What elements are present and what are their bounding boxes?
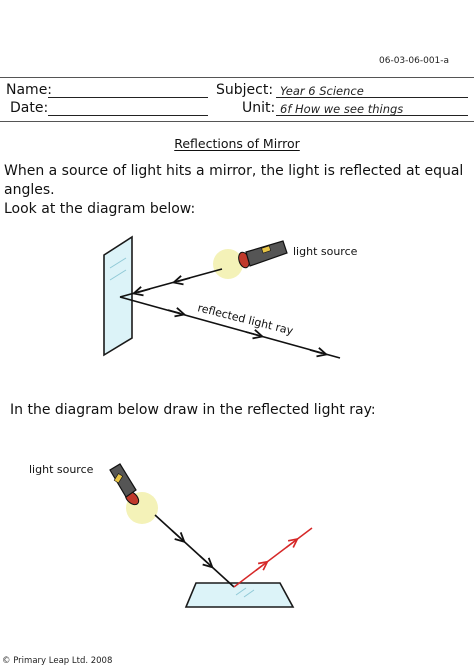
subject-value: Year 6 Science [280,84,364,98]
light-source-label-2: light source [29,463,94,476]
diagram-1: light source reflected light ray [103,235,358,359]
subject-label: Subject: [216,82,274,98]
name-field[interactable] [48,97,208,98]
torch-icon [213,240,288,279]
incident-arrow-2b [199,555,209,564]
instruction-text: In the diagram below draw in the reflect… [10,402,376,418]
header-bottom-rule [0,121,474,122]
worksheet-title: Reflections of Mirror [0,136,474,151]
drawn-reflected-ray [233,527,313,588]
incident-arrow-1a [178,278,191,281]
worksheet-title-text: Reflections of Mirror [174,136,300,151]
intro-paragraph: When a source of light hits a mirror, th… [4,162,470,219]
reflected-arrow-1c [309,350,322,353]
diagram-2: light source [29,463,313,608]
drawn-arrow-b [285,542,294,549]
reflected-ray-1 [119,296,341,359]
date-label: Date: [10,100,49,116]
name-label: Name: [6,82,53,98]
intro-text: When a source of light hits a mirror, th… [4,163,464,198]
reflected-arrow-1a [167,310,180,313]
copyright-footer: © Primary Leap Ltd. 2008 [2,656,113,666]
incident-ray-1 [119,268,223,298]
reflected-arrow-1b [245,332,258,335]
drawn-arrow-a [255,564,264,571]
unit-value: 6f How we see things [280,102,404,116]
header-top-rule [0,77,474,78]
incident-arrow-1b [138,289,151,292]
unit-underline [276,115,468,116]
subject-underline [276,97,468,98]
unit-label: Unit: [242,100,276,116]
incident-arrow-2a [171,529,181,539]
date-field[interactable] [48,115,208,116]
mirror-icon-2 [184,582,295,608]
mirror-icon [103,235,133,357]
torch-icon-2 [109,463,158,524]
reference-code: 06-03-06-001-a [379,56,450,66]
look-text: Look at the diagram below: [4,201,196,217]
light-source-label-1: light source [293,245,358,258]
incident-ray-2 [154,514,235,588]
